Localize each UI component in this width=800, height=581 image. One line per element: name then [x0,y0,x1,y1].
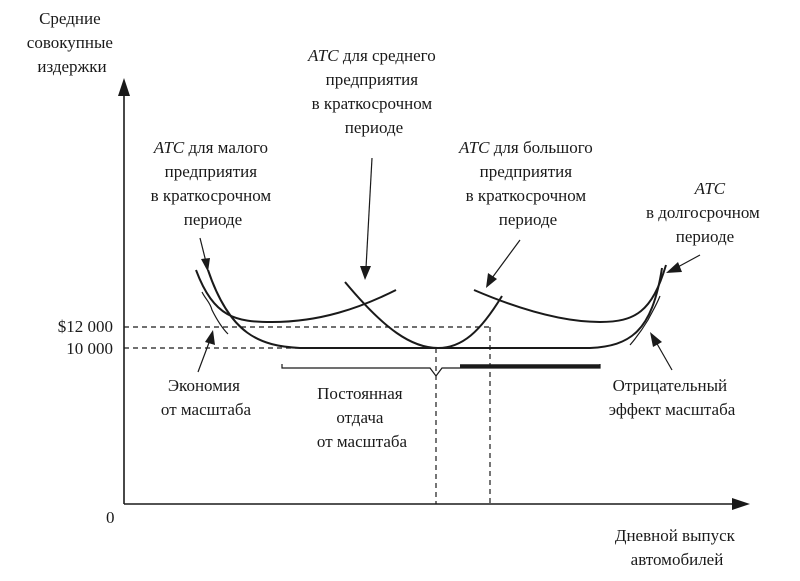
x-axis-label: Дневной выпуск автомобилей [615,526,739,569]
constant-returns-brace [281,364,601,377]
pointer-small [199,237,207,263]
pointer-medium [365,157,373,269]
label-long-run-atc: ATC в долгосрочном периоде [646,179,764,246]
y-axis-label: Средние совокупные издержки [27,9,117,76]
pointer-economies-arrow-icon [205,330,215,345]
tick-label-12000: $12 000 [58,317,113,336]
label-economies-of-scale: Экономия от масштаба [161,376,252,419]
pointer-large [491,239,521,279]
x-axis-arrow-icon [732,498,750,510]
pointer-economies [197,339,211,373]
large-firm-atc-curve [473,264,667,324]
pointer-large-arrow-icon [486,273,497,288]
pointer-long-run-arrow-icon [666,262,682,273]
pointer-medium-arrow-icon [360,266,371,280]
medium-firm-atc-curve [344,281,503,350]
tick-label-10000: 10 000 [66,339,113,358]
label-small-atc: ATC для малого предприятия в краткосрочн… [151,138,276,229]
diseconomies-brace [629,295,661,346]
long-run-atc-curve [207,267,663,349]
pointer-diseconomies-arrow-icon [650,332,662,347]
pointer-small-arrow-icon [201,258,210,272]
label-large-atc: ATC для большого предприятия в краткосро… [458,138,597,229]
economies-brace [201,291,229,335]
pointer-diseconomies [655,341,673,371]
pointer-long-run [675,254,701,269]
label-constant-returns: Постоянная отдача от масштаба [317,384,408,451]
label-diseconomies-of-scale: Отрицательный эффект масштаба [609,376,736,419]
label-medium-atc: ATC для среднего предприятия в краткосро… [307,46,440,137]
small-firm-atc-curve [195,269,397,324]
y-axis-arrow-icon [118,78,130,96]
origin-label: 0 [106,508,115,527]
